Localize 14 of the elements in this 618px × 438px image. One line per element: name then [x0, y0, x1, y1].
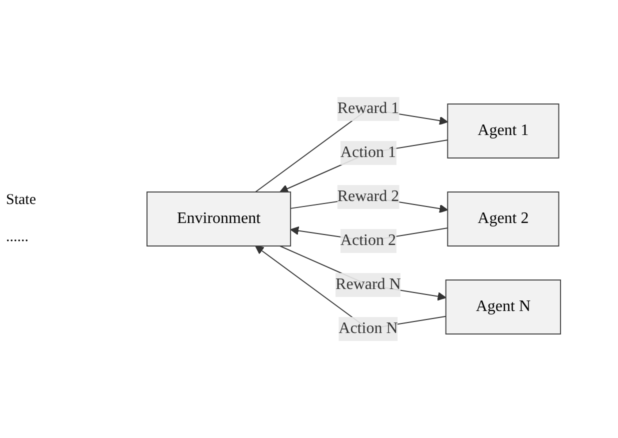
node-box: Agent 2 [447, 192, 560, 246]
arrow [280, 140, 448, 193]
edge-label: Reward 2 [338, 188, 400, 205]
edge-label: Action N [338, 320, 398, 337]
edge-label: Reward 1 [338, 100, 400, 117]
edge-label: Reward N [336, 276, 402, 293]
note-label: ...... [6, 229, 30, 246]
note-label: State [6, 192, 37, 209]
node-box: Environment [146, 192, 292, 246]
node-box: Agent N [446, 280, 562, 334]
edge-label: Action 1 [340, 144, 396, 161]
arrow [280, 246, 446, 301]
edge-label: Action 2 [340, 232, 396, 249]
node-box: Agent 1 [447, 104, 560, 158]
